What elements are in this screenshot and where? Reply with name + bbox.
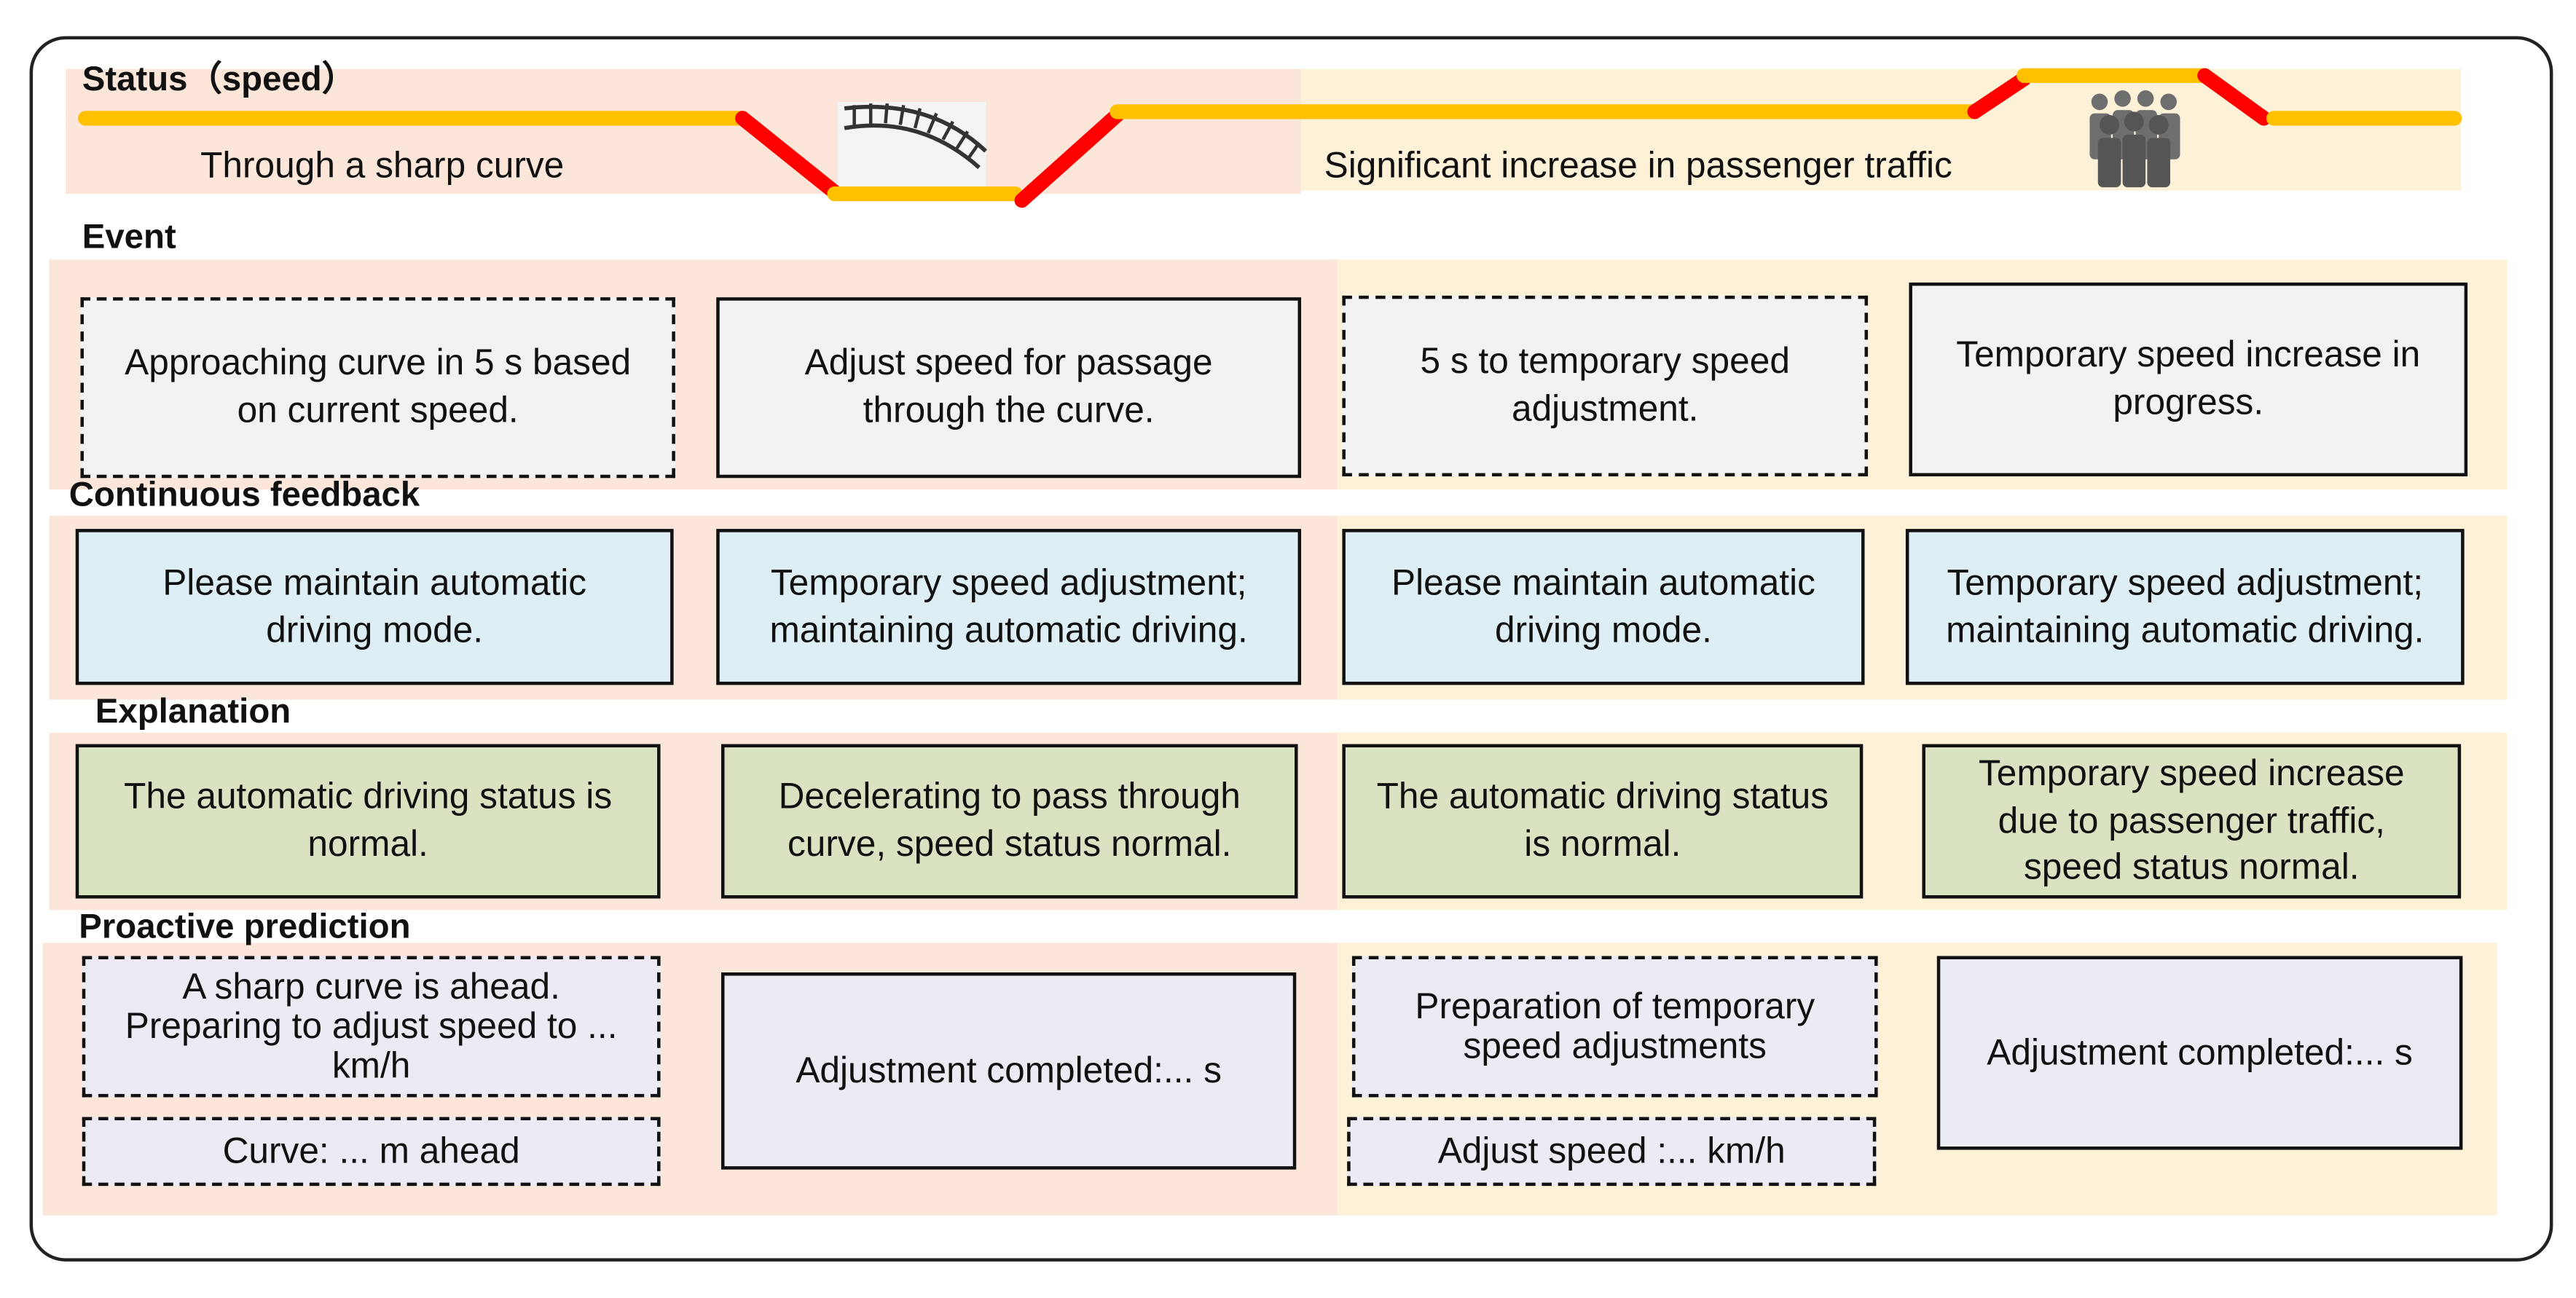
row-label-feedback: Continuous feedback	[68, 476, 420, 514]
explanation-box: The automatic driving status is normal.	[75, 744, 661, 899]
row-label-explanation: Explanation	[95, 693, 291, 731]
speed-line-decrease	[735, 111, 842, 200]
explanation-box: Temporary speed increase due to passenge…	[1922, 744, 2462, 899]
prediction-box: Adjustment completed:... s	[720, 972, 1297, 1170]
feedback-box: Temporary speed adjustment; maintaining …	[1905, 529, 2465, 685]
event-box: Adjust speed for passage through the cur…	[716, 297, 1302, 479]
prediction-box: Adjustment completed:... s	[1936, 956, 2463, 1150]
speed-line-increase	[1967, 71, 2032, 119]
explanation-box: The automatic driving status is normal.	[1342, 744, 1864, 899]
crowd-icon	[2089, 90, 2180, 188]
status-caption-right: Significant increase in passenger traffi…	[1324, 144, 1952, 186]
explanation-box: Decelerating to pass through curve, spee…	[720, 744, 1298, 899]
speed-line-recover	[1014, 107, 1125, 208]
status-band-right	[1301, 68, 2462, 191]
row-label-prediction: Proactive prediction	[79, 908, 411, 946]
event-box: 5 s to temporary speed adjustment.	[1342, 295, 1869, 476]
feedback-box: Please maintain automatic driving mode.	[75, 529, 674, 685]
prediction-box: Curve: ... m ahead	[82, 1117, 661, 1187]
curved-rail-track-icon	[838, 101, 987, 188]
status-title: Status（speed）	[82, 60, 357, 99]
status-caption-left: Through a sharp curve	[200, 144, 565, 186]
speed-line-return	[2197, 68, 2271, 126]
event-box: Temporary speed increase in progress.	[1909, 282, 2468, 476]
feedback-box: Please maintain automatic driving mode.	[1342, 529, 1865, 685]
prediction-box: A sharp curve is ahead. Preparing to adj…	[82, 956, 661, 1098]
prediction-box: Adjust speed :... km/h	[1347, 1117, 1877, 1187]
feedback-box: Temporary speed adjustment; maintaining …	[716, 529, 1302, 685]
row-label-event: Event	[82, 218, 176, 256]
prediction-box: Preparation of temporary speed adjustmen…	[1351, 956, 1878, 1098]
event-box: Approaching curve in 5 s based on curren…	[80, 297, 675, 479]
